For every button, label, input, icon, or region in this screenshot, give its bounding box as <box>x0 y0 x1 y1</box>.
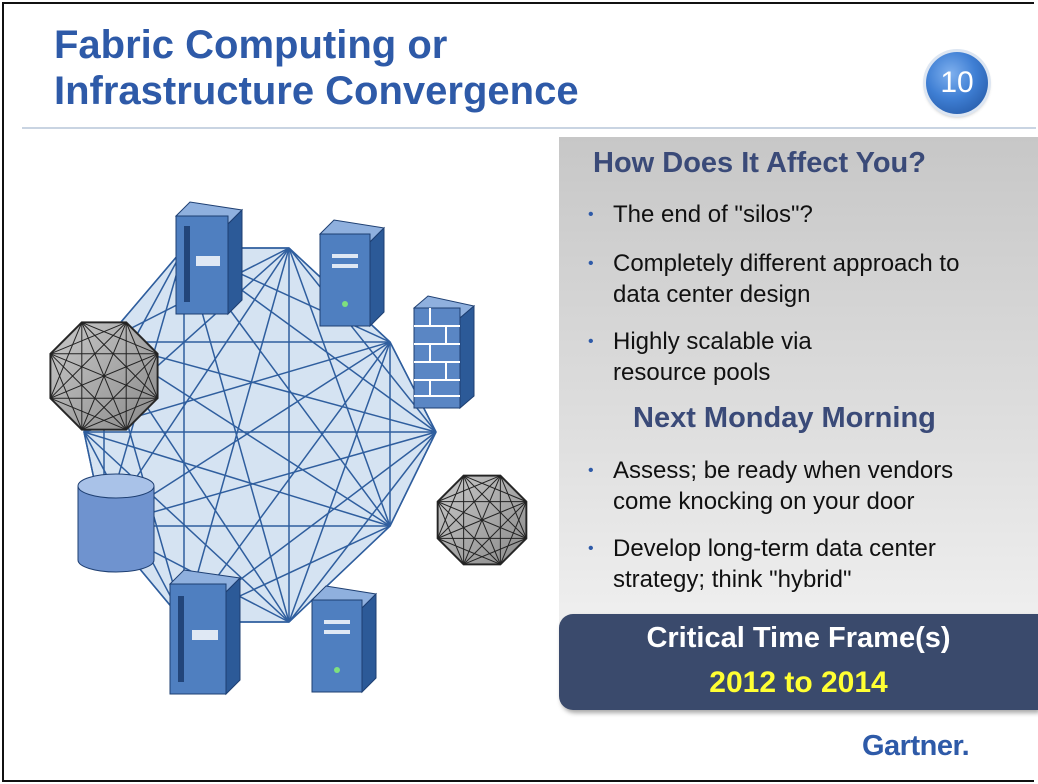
bullet-dot: • <box>588 255 594 272</box>
server-icon <box>310 585 378 694</box>
mesh-network-icon <box>436 474 528 566</box>
server-icon <box>174 201 244 316</box>
title-divider <box>22 127 1036 129</box>
bullet-dot: • <box>588 206 594 223</box>
timeframe-value: 2012 to 2014 <box>709 666 888 699</box>
timeframe-box: Critical Time Frame(s) 2012 to 2014 <box>559 614 1038 710</box>
bullet-text: Completely different approach to data ce… <box>613 250 960 308</box>
server-icon <box>318 219 386 328</box>
firewall-icon <box>412 295 476 410</box>
bullet-text: Assess; be ready when vendors come knock… <box>613 457 954 515</box>
bullet-dot: • <box>588 462 594 479</box>
mesh-network-icon <box>49 321 159 431</box>
logo-text: Gartner <box>862 730 962 762</box>
info-panel <box>559 137 1038 657</box>
heading-next-monday: Next Monday Morning <box>633 402 936 434</box>
slide-title: Fabric Computing or Infrastructure Conve… <box>54 23 579 113</box>
database-icon <box>77 473 155 573</box>
timeframe-label: Critical Time Frame(s) <box>646 622 951 654</box>
logo-dot: . <box>961 730 970 762</box>
bullet-dot: • <box>588 333 594 350</box>
slide-number-badge: 10 <box>926 52 988 114</box>
server-icon <box>168 569 242 696</box>
bullet-text: The end of "silos"? <box>613 201 813 228</box>
bullet-dot: • <box>588 540 594 557</box>
gartner-logo: Gartner. <box>862 730 970 763</box>
bullet-text: Develop long-term data center strategy; … <box>613 535 936 593</box>
fabric-diagram <box>49 201 528 696</box>
heading-affect: How Does It Affect You? <box>593 147 926 179</box>
bullet-text: Highly scalable via resource pools <box>613 328 812 386</box>
